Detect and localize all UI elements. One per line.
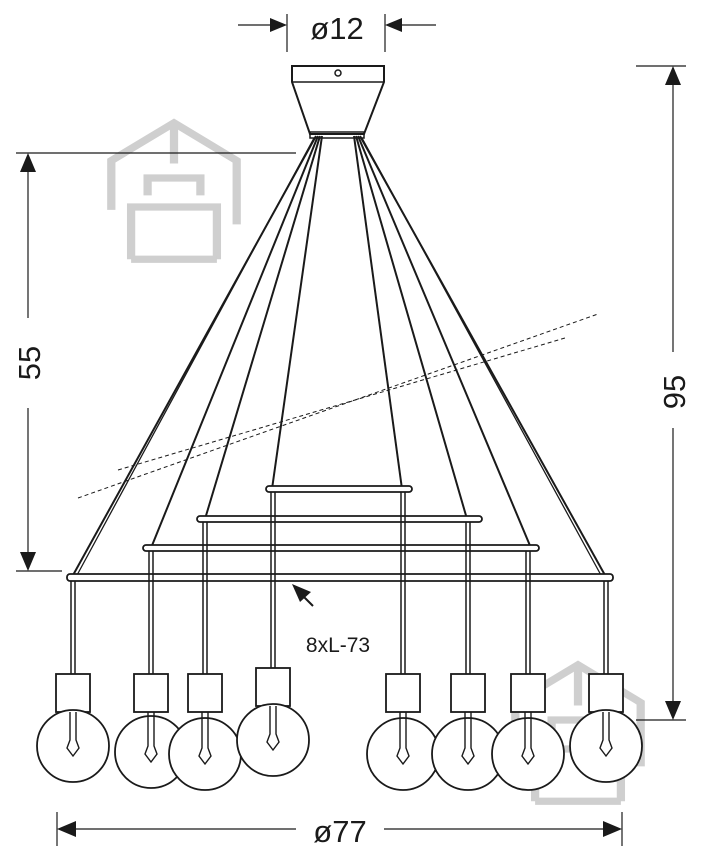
bulb: [491, 673, 565, 791]
drop-cords: [70, 492, 609, 674]
suspension-cables: [71, 135, 607, 578]
right-height-label: 95: [657, 375, 692, 409]
bulb: [36, 673, 110, 783]
bulbs: [36, 667, 643, 791]
ceiling-canopy: [291, 65, 385, 139]
cable-break-lines: [77, 313, 599, 499]
bulb: [569, 673, 643, 783]
cable-length-callout: 8xL-73: [292, 584, 370, 657]
bulb: [431, 673, 505, 791]
house-sofa-icon: [111, 123, 236, 259]
total-diameter-dimension: ø77: [56, 812, 623, 849]
cable-length-label: 8xL-73: [306, 634, 370, 657]
canopy-diameter-dimension: ø12: [238, 11, 436, 52]
left-height-dimension: 55: [12, 152, 296, 572]
ring-2: [196, 515, 483, 523]
left-height-label: 55: [12, 346, 47, 380]
ring-1: [265, 485, 413, 493]
total-diameter-label: ø77: [313, 814, 366, 849]
canopy-diameter-label: ø12: [310, 11, 363, 46]
bulb: [168, 673, 242, 791]
bulb: [366, 673, 440, 791]
bulb: [236, 667, 310, 777]
ring-3: [142, 544, 540, 552]
right-height-dimension: 95: [636, 65, 692, 721]
